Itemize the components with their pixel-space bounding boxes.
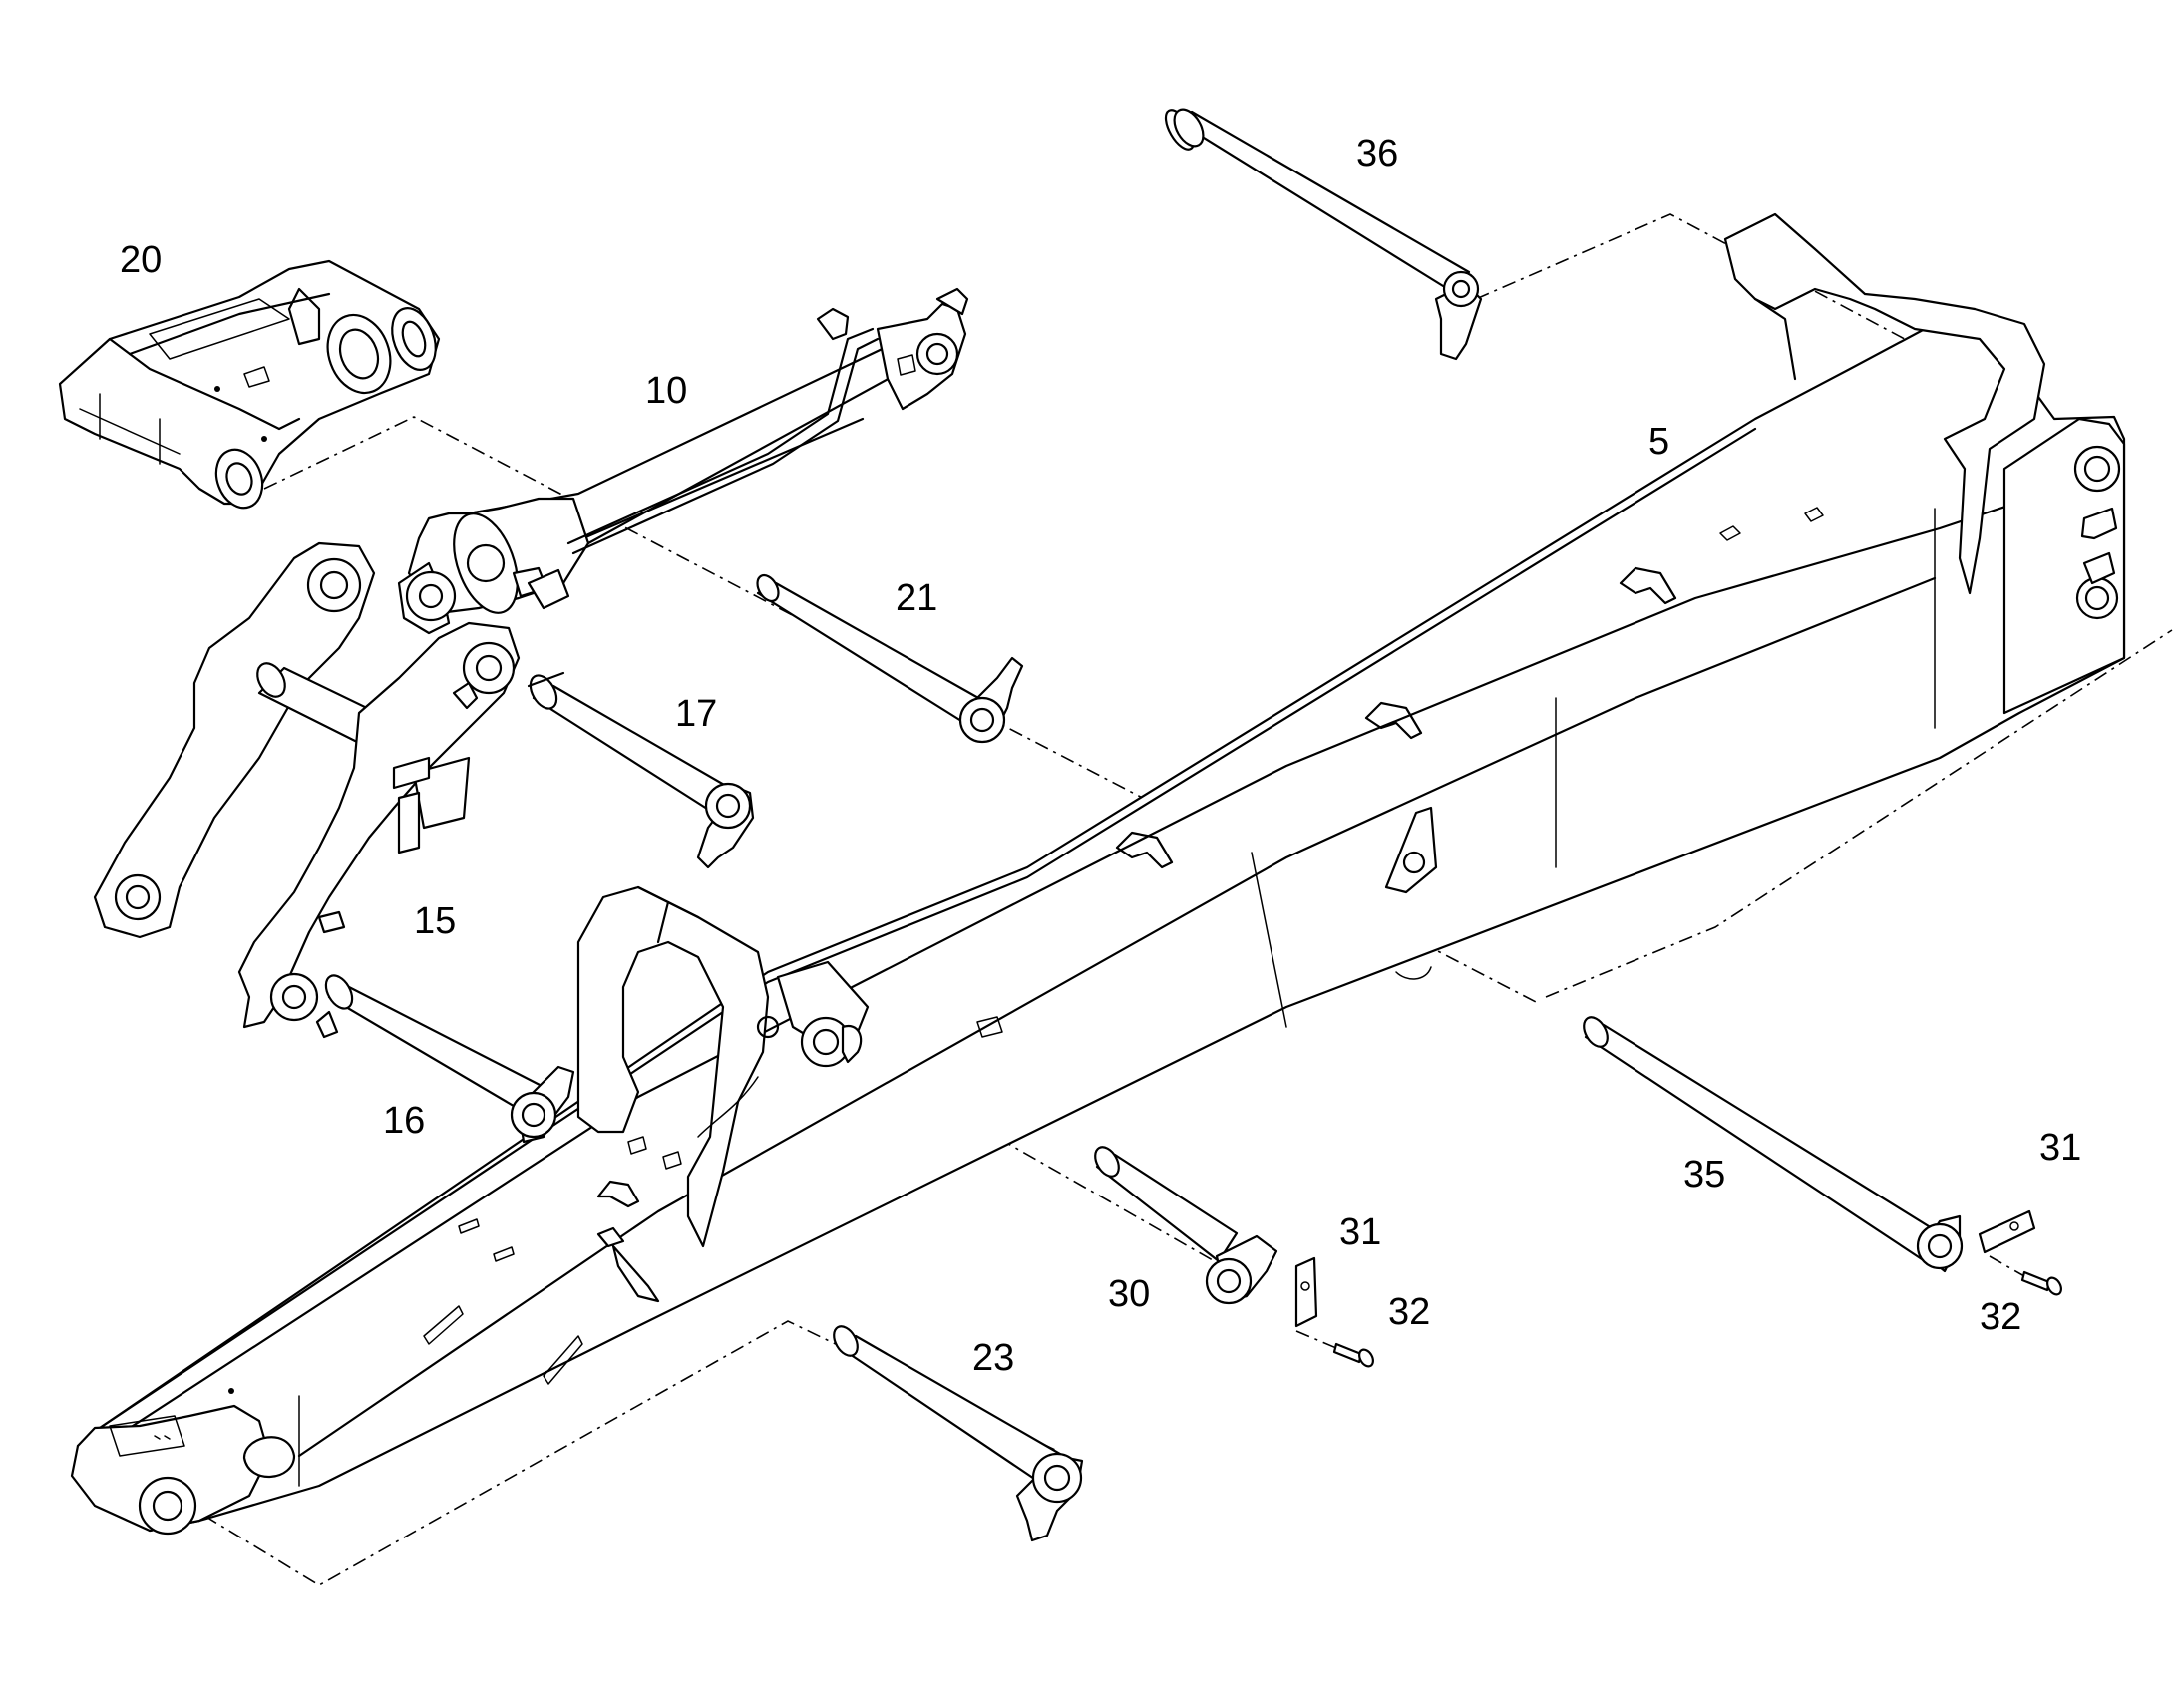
- callout-10: 10: [645, 370, 687, 412]
- pin-part-17: [527, 671, 755, 869]
- bolt-part-32-left: [1295, 1330, 1374, 1368]
- main-boom-part-5: [70, 212, 2126, 1536]
- callout-36: 36: [1356, 133, 1398, 174]
- pin-part-21: [756, 573, 1024, 744]
- rear-lug: [2002, 417, 2126, 715]
- pin-part-23: [833, 1325, 1084, 1542]
- alignment-line-35: [1545, 629, 2173, 998]
- callout-23: 23: [972, 1337, 1014, 1379]
- link-part-15: [93, 541, 521, 1029]
- boom-body: [76, 307, 2126, 1533]
- hydraulic-cylinder-part-10: [397, 287, 969, 635]
- callout-32-right: 32: [1980, 1296, 2021, 1338]
- callout-17: 17: [675, 693, 717, 735]
- bolt-part-32-right: [1989, 1255, 2062, 1296]
- rear-tie-bracket: [1723, 212, 2046, 595]
- callout-32-left: 32: [1388, 1291, 1430, 1333]
- callout-20: 20: [120, 239, 162, 281]
- lock-plate-part-31-right: [1978, 1209, 2036, 1254]
- pin-part-36: [1164, 108, 1483, 361]
- callout-31-left: 31: [1339, 1211, 1381, 1253]
- callout-16: 16: [383, 1100, 425, 1142]
- pin-part-30: [1094, 1146, 1278, 1305]
- callout-21: 21: [896, 577, 937, 619]
- callout-5: 5: [1648, 421, 1669, 463]
- coupler-part-20: [58, 259, 441, 510]
- callout-15: 15: [414, 900, 456, 942]
- lock-plate-part-31-left: [1294, 1256, 1318, 1328]
- boom-eye-plate: [1384, 806, 1438, 894]
- callout-35: 35: [1683, 1154, 1725, 1196]
- callout-labels: 36 20 10 5 21 17 15 16 35 31 31 30 32 32…: [120, 133, 2081, 1379]
- callout-30: 30: [1108, 1273, 1150, 1315]
- pin-part-16: [315, 974, 575, 1144]
- callout-31-right: 31: [2039, 1127, 2081, 1169]
- pin-part-35: [1583, 1016, 1964, 1273]
